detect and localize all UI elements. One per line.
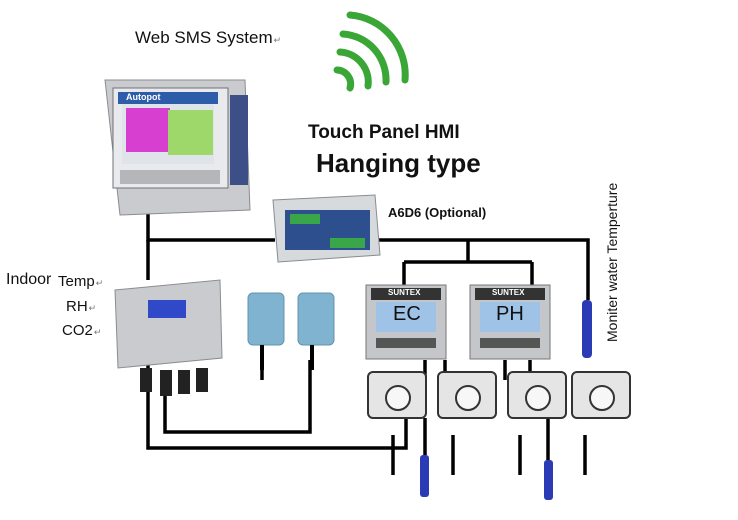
hanging-type-label: Hanging type bbox=[316, 148, 481, 178]
indoor-label: Indoor bbox=[6, 271, 52, 288]
monitor-water-label: Moniter water Temperture bbox=[604, 182, 620, 342]
indoor-sensor-box bbox=[114, 279, 223, 396]
ph-display-label: PH bbox=[496, 303, 524, 325]
water-temperature-probe bbox=[582, 300, 592, 358]
ec-display-label: EC bbox=[393, 303, 421, 325]
probe-right bbox=[544, 460, 553, 500]
touch-panel-label: Touch Panel HMI bbox=[308, 122, 460, 143]
wifi-icon bbox=[333, 11, 409, 92]
web-sms-label: Web SMS System↵ bbox=[135, 28, 282, 47]
probe-left bbox=[420, 455, 429, 497]
a6d6-label: A6D6 (Optional) bbox=[388, 205, 487, 220]
blue-sensor-right bbox=[297, 292, 335, 370]
ec-brand-label: SUNTEX bbox=[388, 288, 421, 297]
touch-panel-hmi-device bbox=[104, 79, 251, 216]
dosing-pumps bbox=[367, 371, 631, 419]
ph-brand-label: SUNTEX bbox=[492, 288, 525, 297]
ec-meter bbox=[365, 284, 447, 360]
co2-label: CO2↵ bbox=[62, 322, 102, 339]
a6d6-module bbox=[272, 194, 381, 263]
hmi-brand-label: Autopot bbox=[126, 92, 161, 102]
wiring bbox=[146, 190, 590, 475]
rh-label: RH↵ bbox=[66, 298, 97, 315]
blue-sensor-left bbox=[247, 292, 285, 370]
temp-label: Temp↵ bbox=[58, 273, 104, 290]
ph-meter bbox=[469, 284, 551, 360]
